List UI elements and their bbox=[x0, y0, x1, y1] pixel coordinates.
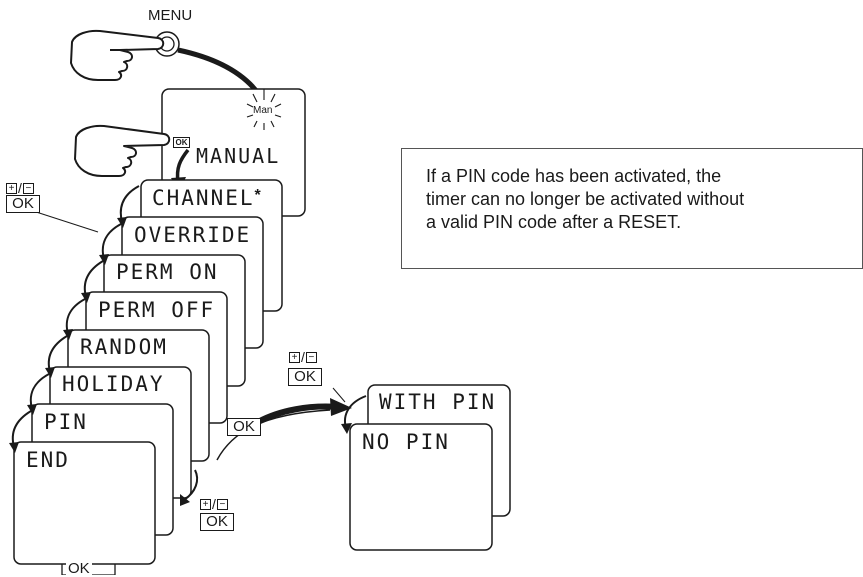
menu-item-pin: PIN bbox=[44, 410, 88, 434]
plus-minus-keys-bottom: + / − bbox=[200, 497, 228, 511]
ok-key-bottom[interactable]: OK bbox=[66, 560, 92, 577]
key-separator: / bbox=[212, 496, 216, 512]
menu-item-perm-on: PERM ON bbox=[116, 260, 219, 284]
info-note-box: If a PIN code has been activated, the ti… bbox=[401, 148, 863, 269]
manual-mode-label: MANUAL bbox=[196, 144, 281, 168]
no-pin-screen bbox=[349, 423, 493, 551]
menu-item-holiday: HOLIDAY bbox=[62, 372, 165, 396]
plus-key-icon[interactable]: + bbox=[6, 182, 17, 194]
menu-item-perm-off: PERM OFF bbox=[98, 298, 216, 322]
key-separator: / bbox=[301, 349, 305, 365]
minus-key-icon[interactable]: − bbox=[22, 182, 34, 194]
info-note-text: If a PIN code has been activated, the ti… bbox=[426, 166, 745, 232]
pointing-hand-icon bbox=[70, 29, 165, 81]
menu-label: MENU bbox=[148, 7, 193, 24]
pin-option-with-pin: WITH PIN bbox=[379, 390, 497, 414]
menu-screen-stack bbox=[13, 179, 283, 565]
ok-key-bottom-mid[interactable]: OK bbox=[200, 513, 234, 531]
menu-item-override: OVERRIDE bbox=[134, 223, 252, 247]
channel-marker: * bbox=[254, 187, 263, 204]
plus-key-icon[interactable]: + bbox=[200, 498, 211, 510]
ok-button-small[interactable]: OK bbox=[173, 137, 190, 148]
menu-item-end: END bbox=[26, 448, 70, 472]
plus-minus-keys-pin: + / − bbox=[289, 350, 317, 364]
key-separator: / bbox=[18, 180, 22, 196]
plus-key-icon[interactable]: + bbox=[289, 351, 300, 363]
plus-minus-keys: + / − bbox=[6, 181, 34, 195]
ok-key-pin[interactable]: OK bbox=[227, 418, 261, 436]
pin-option-no-pin: NO PIN bbox=[362, 430, 450, 454]
ok-key-pin-options[interactable]: OK bbox=[288, 368, 322, 386]
ok-key-top[interactable]: OK bbox=[6, 195, 40, 213]
menu-item-channel: CHANNEL* bbox=[152, 186, 263, 210]
minus-key-icon[interactable]: − bbox=[216, 498, 228, 510]
flash-icon bbox=[246, 89, 282, 130]
man-indicator: Man bbox=[253, 105, 273, 116]
menu-item-random: RANDOM bbox=[80, 335, 168, 359]
pointing-hand-ok-icon bbox=[74, 124, 171, 177]
minus-key-icon[interactable]: − bbox=[305, 351, 317, 363]
